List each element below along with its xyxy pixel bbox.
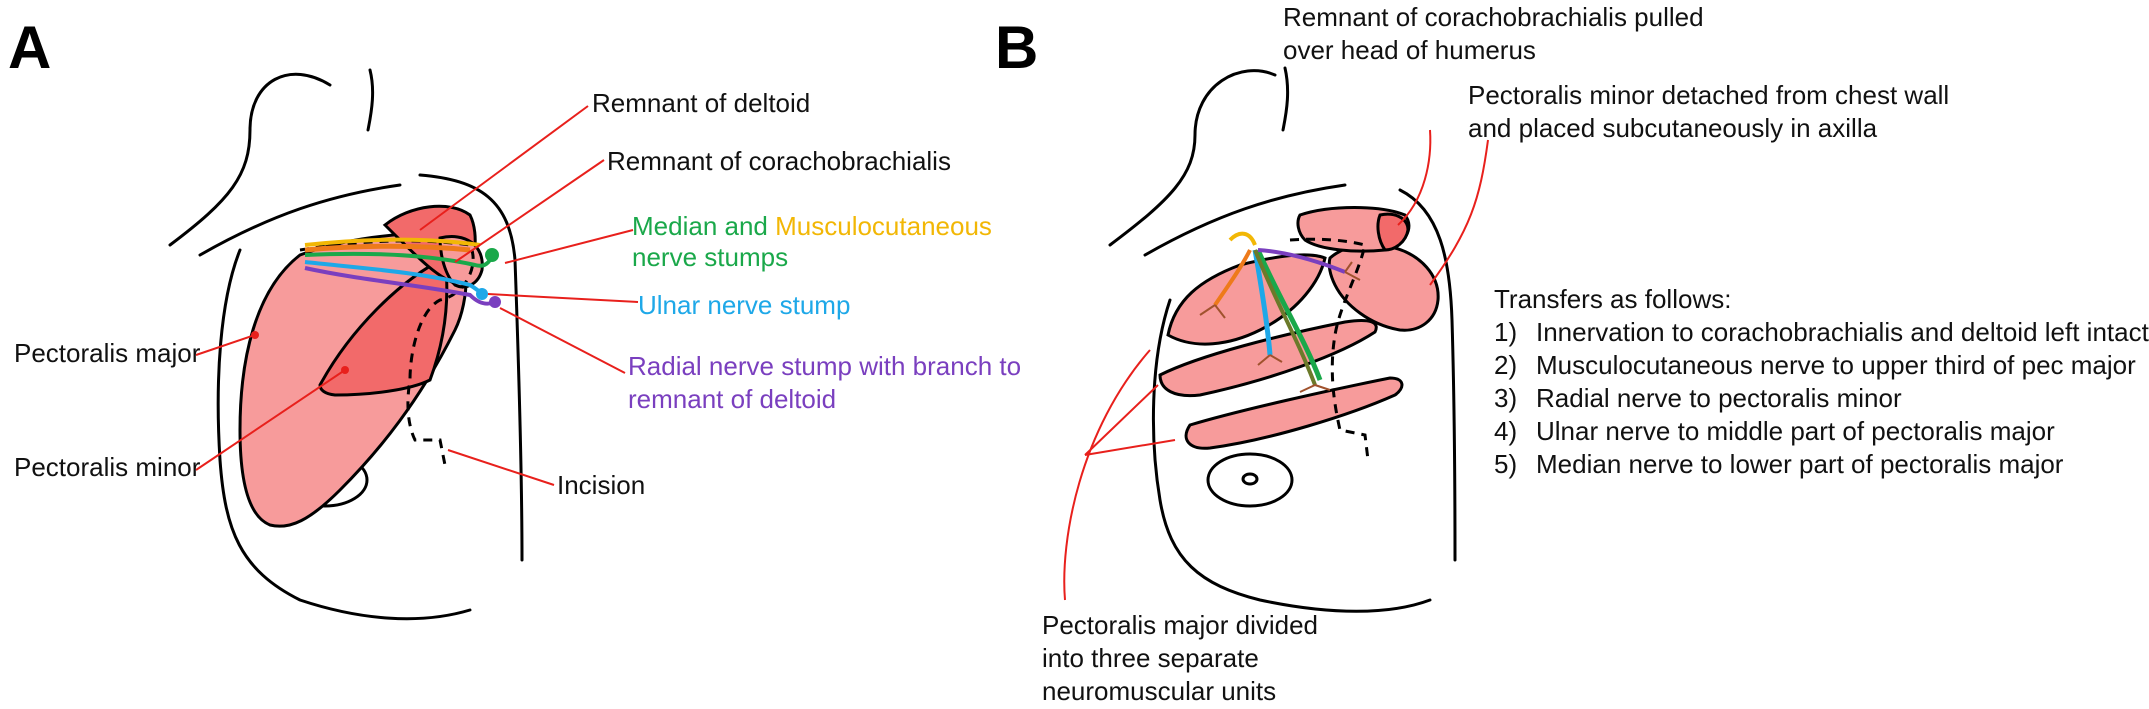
label-musculocutaneous-word: Musculocutaneous (775, 211, 992, 241)
transfer-2-text: Musculocutaneous nerve to upper third of… (1536, 350, 2136, 380)
panel-a-letter: A (8, 14, 51, 81)
pectoralis-minor-muscle-b (1327, 242, 1440, 332)
label-incision: Incision (557, 470, 645, 500)
label-median-word: Median and (632, 211, 775, 241)
panel-a-labels: Remnant of deltoid Remnant of corachobra… (14, 88, 1021, 500)
panel-b-nerves (1199, 231, 1361, 393)
label-nerve-stumps: nerve stumps (632, 242, 788, 272)
transfers-list: Transfers as follows: 1) Innervation to … (1494, 284, 2149, 479)
label-remnant-coracobrachialis: Remnant of corachobrachialis (607, 146, 951, 176)
panel-b-letter: B (995, 14, 1038, 81)
transfer-3-text: Radial nerve to pectoralis minor (1536, 383, 1902, 413)
pec-major-lower-unit (1184, 376, 1404, 450)
panel-b: B (995, 2, 2149, 706)
label-pec-major-b-line3: neuromuscular units (1042, 676, 1276, 706)
pectoralis-minor-muscle-a (318, 255, 449, 397)
panel-a: A (8, 14, 1021, 621)
panel-b-body-outline (1108, 66, 1457, 613)
label-pectoralis-major-a: Pectoralis major (14, 338, 201, 368)
transfer-3-num: 3) (1494, 383, 1517, 413)
panel-a-leaders (195, 105, 639, 486)
pec-major-upper-unit (1166, 253, 1327, 346)
label-pectoralis-minor-a: Pectoralis minor (14, 452, 201, 482)
panel-b-labels: Remnant of corachobrachialis pulled over… (1042, 2, 1949, 706)
transfer-5-num: 5) (1494, 449, 1517, 479)
transfers-title: Transfers as follows: (1494, 284, 1731, 314)
label-radial-line2: remnant of deltoid (628, 384, 836, 414)
transfer-4-text: Ulnar nerve to middle part of pectoralis… (1536, 416, 2055, 446)
label-remnant-deltoid: Remnant of deltoid (592, 88, 810, 118)
label-median-musculocutaneous: Median and Musculocutaneous (632, 211, 992, 241)
label-coracobrachialis-b-line1: Remnant of corachobrachialis pulled (1283, 2, 1704, 32)
label-radial-line1: Radial nerve stump with branch to (628, 351, 1021, 381)
transfer-2-num: 2) (1494, 350, 1517, 380)
label-pec-major-b-line2: into three separate (1042, 643, 1259, 673)
label-pec-minor-b-line2: and placed subcutaneously in axilla (1468, 113, 1878, 143)
panel-b-muscles (1158, 206, 1440, 450)
transfer-5-text: Median nerve to lower part of pectoralis… (1536, 449, 2064, 479)
panel-b-leaders (1063, 129, 1489, 601)
transfer-1-num: 1) (1494, 317, 1517, 347)
label-ulnar-stump: Ulnar nerve stump (638, 290, 850, 320)
pec-major-middle-unit (1158, 318, 1378, 398)
transfer-4-num: 4) (1494, 416, 1517, 446)
label-pec-minor-b-line1: Pectoralis minor detached from chest wal… (1468, 80, 1949, 110)
label-coracobrachialis-b-line2: over head of humerus (1283, 35, 1536, 65)
label-pec-major-b-line1: Pectoralis major divided (1042, 610, 1318, 640)
transfer-1-text: Innervation to corachobrachialis and del… (1536, 317, 2149, 347)
